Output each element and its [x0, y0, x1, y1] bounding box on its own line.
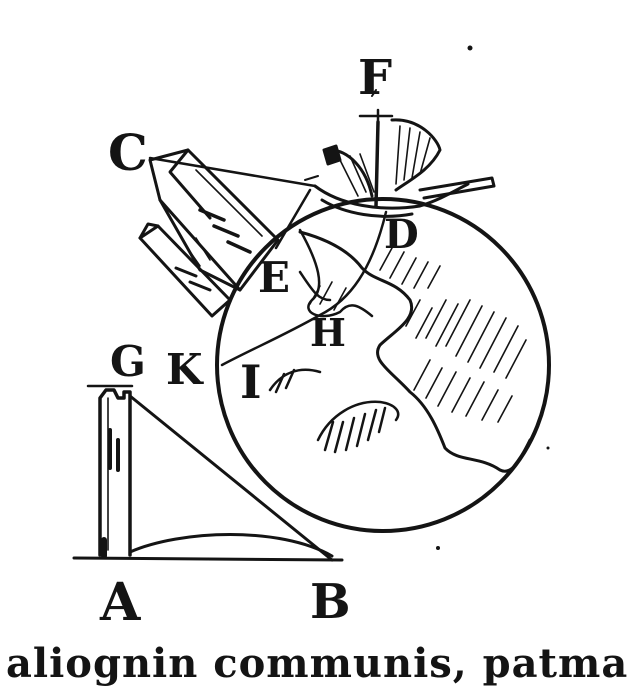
label-e: E — [258, 253, 290, 302]
ground-a-b — [72, 556, 344, 562]
triangle-lines — [72, 394, 344, 562]
label-g: G — [110, 337, 146, 386]
church-drawing — [138, 148, 280, 318]
label-k: K — [166, 345, 204, 394]
label-b: B — [310, 574, 351, 630]
caption-text: aliognin communis, patma pur — [6, 640, 628, 687]
label-f: F — [358, 50, 392, 106]
line-c-ship — [148, 156, 317, 188]
line-f-e — [274, 188, 312, 250]
label-h: H — [310, 310, 346, 355]
ink-specks — [436, 45, 550, 550]
label-i: I — [240, 355, 262, 409]
label-c: C — [108, 123, 148, 182]
ship-drawing — [304, 89, 496, 218]
tower-drawing — [86, 384, 134, 559]
arc-e-h — [298, 270, 332, 302]
globe — [215, 197, 551, 533]
southern-land — [268, 368, 400, 454]
line-g-b — [128, 394, 334, 562]
landmass-coast — [298, 228, 374, 318]
arc-d-k — [220, 210, 388, 367]
label-a: A — [99, 572, 141, 633]
label-d: D — [384, 211, 419, 258]
arc-a-b — [128, 533, 334, 558]
land-hatching — [309, 247, 527, 423]
